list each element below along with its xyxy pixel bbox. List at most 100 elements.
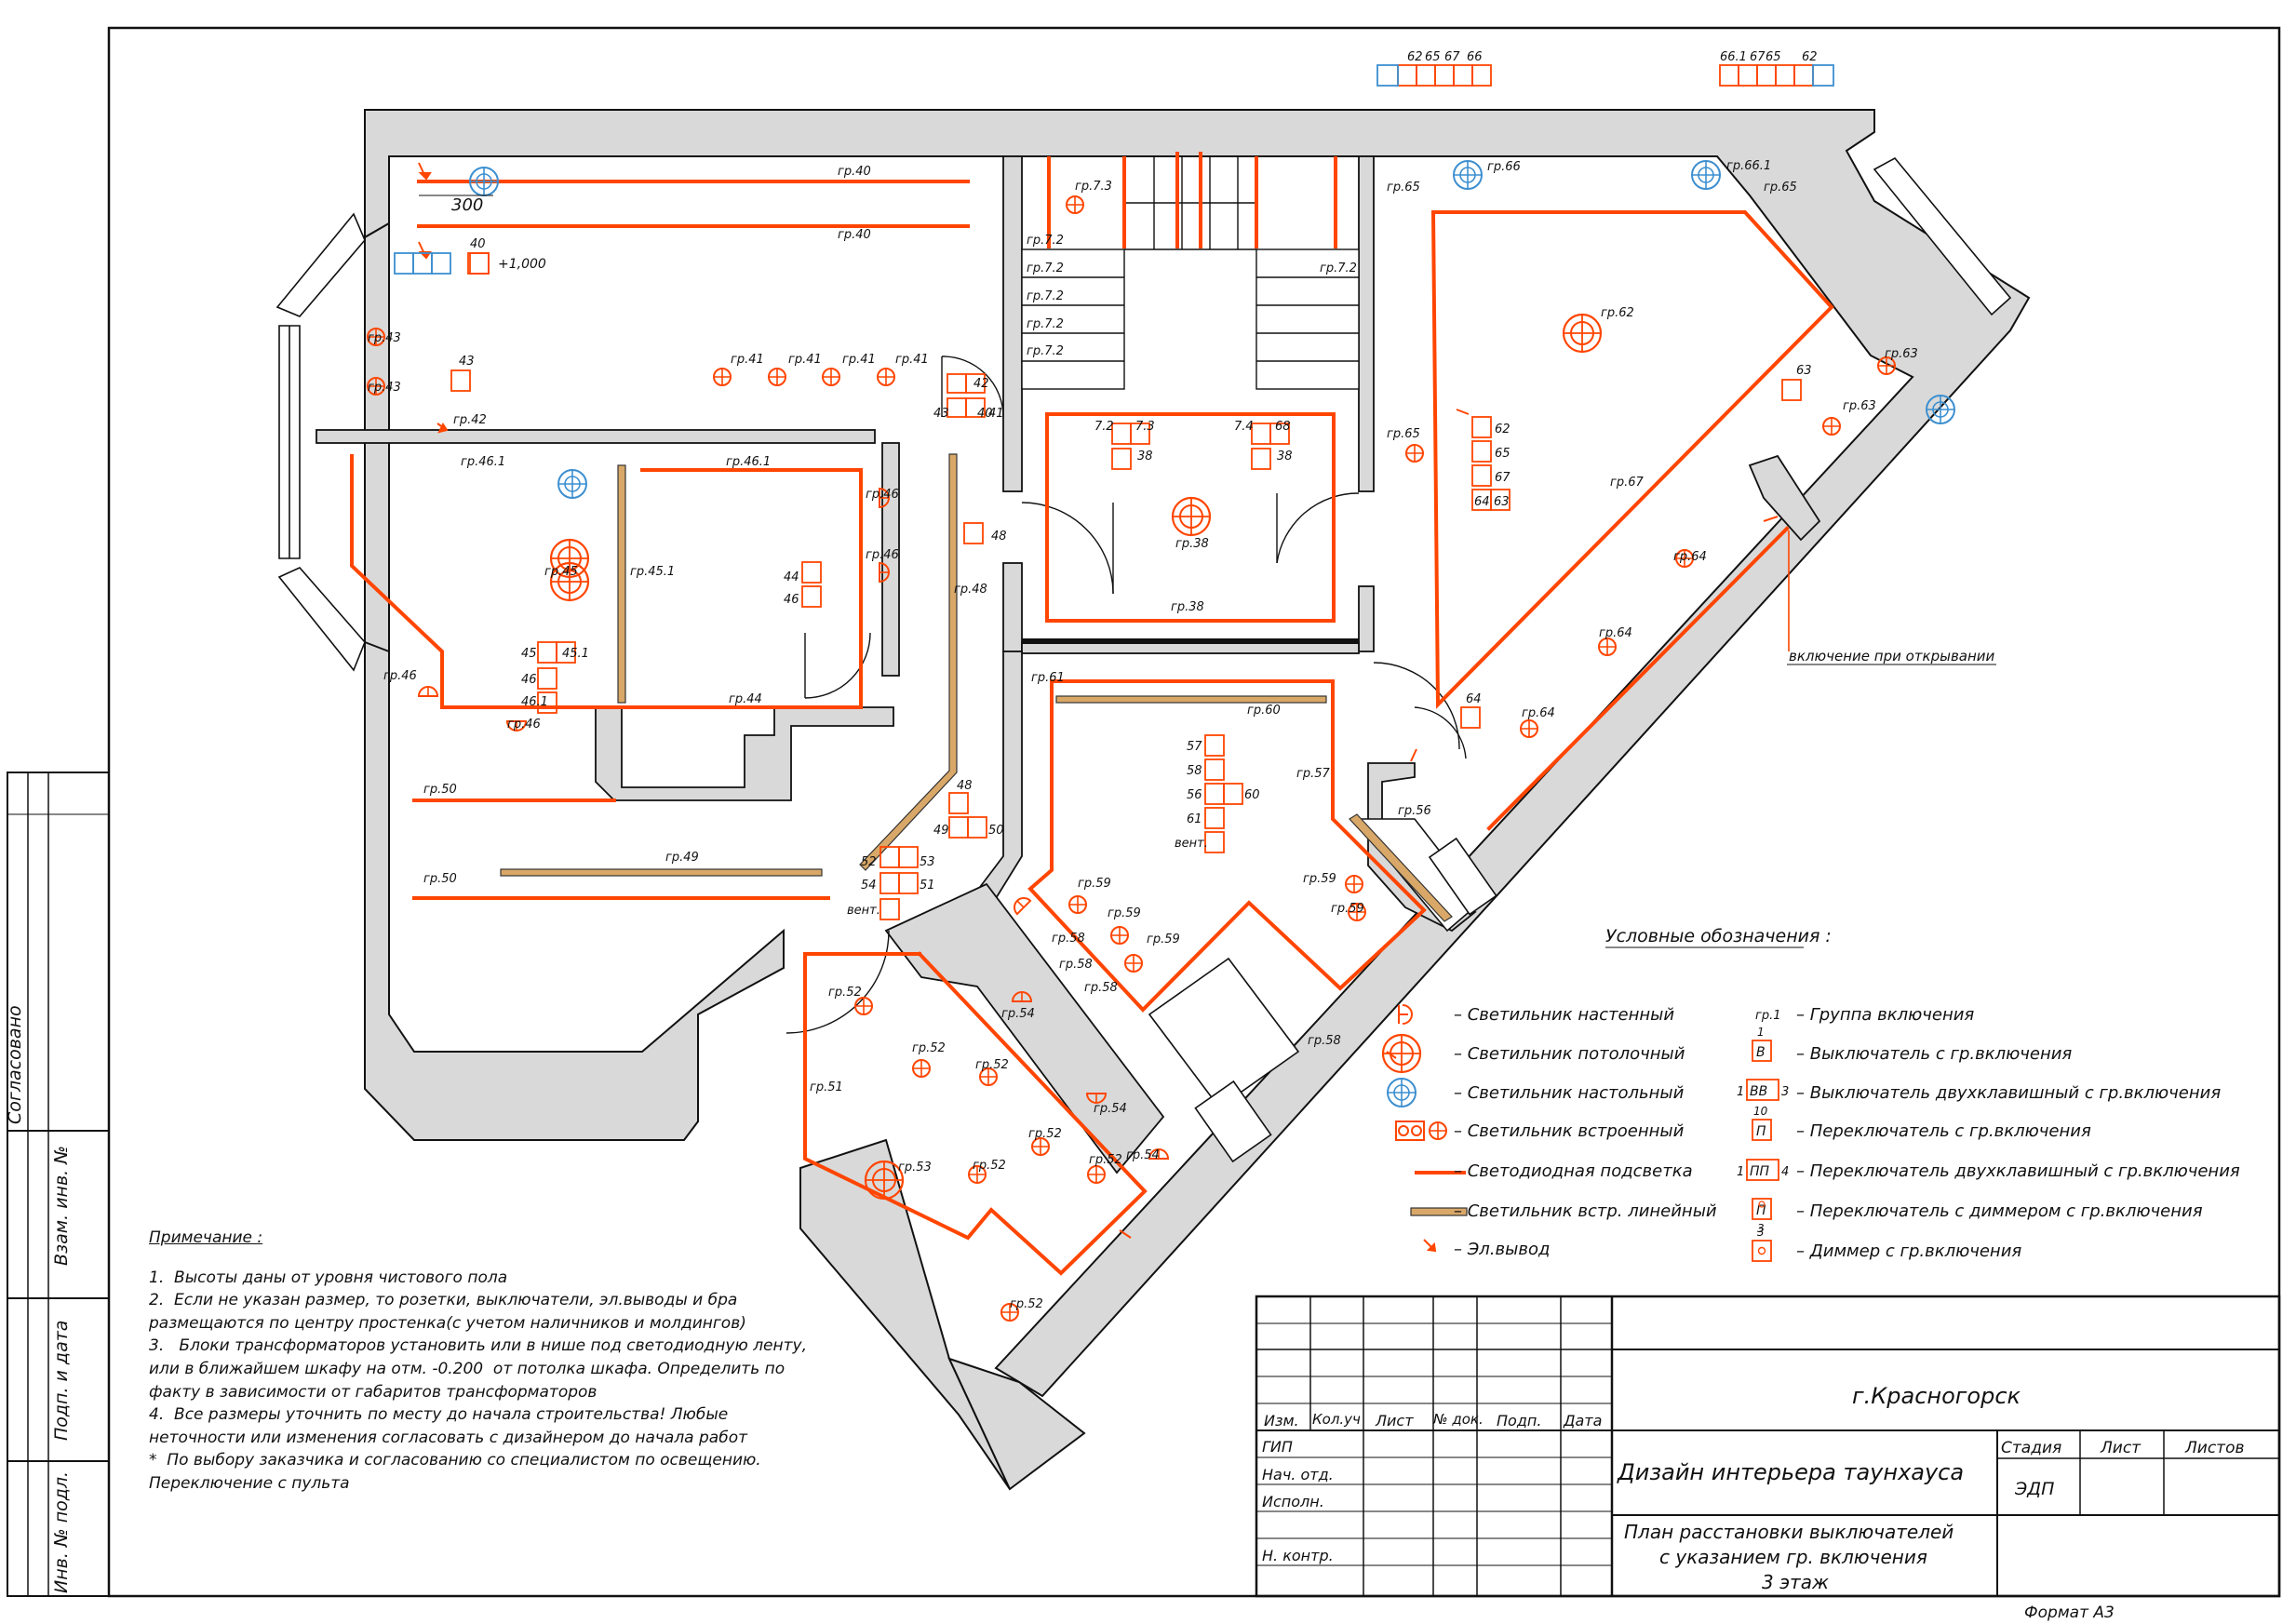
svg-text:3: 3	[1757, 1226, 1765, 1239]
plan-group-label: гр.7.2	[1027, 234, 1064, 248]
note-1: 1. Высоты даны от уровня чистового пола	[149, 1268, 508, 1287]
switch-number-label: 48	[957, 779, 973, 793]
city: г.Красногорск	[1852, 1383, 2021, 1409]
plan-group-label: гр.64	[1673, 550, 1707, 564]
svg-text:П: П	[1756, 1203, 1766, 1218]
switch-number-label: 67	[1495, 471, 1511, 485]
switch-number-label: 38	[1277, 450, 1293, 463]
recessed-lamp-icon	[1395, 1121, 1447, 1141]
switch-number-label: 62	[1802, 50, 1818, 64]
outlet-arrows	[351, 162, 1779, 1239]
sheet-title-3: 3 этаж	[1762, 1571, 1829, 1593]
plan-group-label: гр.43	[368, 331, 401, 345]
legend-right-1: – Выключатель с гр.включения	[1796, 1044, 2072, 1064]
legend-right-4: – Переключатель двухклавишный с гр.включ…	[1796, 1161, 2240, 1181]
switch-number-label: 46.1	[521, 695, 548, 709]
svg-text:3: 3	[1757, 1222, 1765, 1235]
kitchen-counter	[1148, 818, 1497, 1163]
title-block-text: Изм. Кол.уч Лист № док. Подп. Дата ГИП Н…	[1262, 1383, 2245, 1622]
switch-number-label: 62	[1495, 423, 1511, 436]
switch-number-label: 67	[1750, 50, 1766, 64]
role-author: Исполн.	[1262, 1493, 1324, 1510]
sockets	[394, 64, 1834, 275]
agreed-label: Согласовано	[5, 1005, 25, 1124]
title-block	[1255, 1295, 2281, 1598]
header-sign: Подп.	[1497, 1412, 1541, 1429]
linear-lamp-icon	[1410, 1207, 1468, 1216]
double-changeover-icon: 1 ПП 4	[1737, 1159, 1789, 1181]
switch-number-label: 64	[1474, 495, 1490, 509]
plan-group-label: гр.38	[1175, 537, 1209, 551]
switch-number-label: 60	[1244, 788, 1260, 802]
format-label: Формат А3	[2024, 1604, 2115, 1622]
switch-number-label: 65	[1495, 447, 1511, 461]
plan-group-label: гр.54	[1094, 1102, 1127, 1116]
switch-boxes	[450, 64, 1814, 920]
header-kol: Кол.уч	[1312, 1411, 1361, 1428]
plan-group-label: гр.46.1	[726, 455, 771, 469]
wall-lamp-icon	[1398, 1004, 1413, 1025]
enable-on-open-note: включение при открывании	[1789, 648, 1995, 664]
plan-group-label: гр.45	[544, 565, 578, 579]
floor-plan	[275, 109, 2031, 1491]
switch-number-label: 46	[521, 673, 537, 687]
switch-number-label: 62	[1407, 50, 1423, 64]
plan-group-label: гр.7.3	[1075, 180, 1112, 194]
switch-number-label: 51	[920, 879, 935, 893]
plan-group-label: гр.48	[954, 583, 987, 597]
note-4: 4. Все размеры уточнить по месту до нача…	[149, 1405, 748, 1447]
bay-window-right	[1873, 156, 2012, 316]
plan-group-label: гр.45.1	[630, 565, 675, 579]
svg-text:ВВ: ВВ	[1750, 1084, 1767, 1099]
svg-text:3: 3	[1781, 1085, 1789, 1099]
switch-number-label: 40	[977, 407, 993, 421]
legend-right-0: – Группа включения	[1796, 1005, 1974, 1025]
legend-left-6: – Эл.вывод	[1454, 1240, 1550, 1259]
svg-text:4: 4	[1781, 1165, 1789, 1179]
sheets-header: Листов	[2184, 1439, 2245, 1457]
plan-group-label: гр.52	[828, 986, 862, 1000]
stage-value: ЭДП	[2014, 1479, 2054, 1499]
switch-number-label: вент.	[847, 904, 880, 918]
plan-group-label: гр.53	[898, 1161, 932, 1174]
stair-group-label: гр.7.2	[1027, 289, 1064, 303]
switch-number-label: 45	[521, 647, 537, 661]
switch-icon: 1 В	[1752, 1026, 1772, 1062]
switch-number-label: 38	[1137, 450, 1153, 463]
plan-group-label: гр.63	[1843, 399, 1876, 413]
sheet-title-1: План расстановки выключателей	[1624, 1521, 1954, 1543]
bay-window-left	[275, 212, 366, 672]
switch-number-label: 67	[1444, 50, 1460, 64]
interior-walls	[316, 155, 1821, 1174]
plan-group-label: гр.59	[1108, 906, 1141, 920]
switch-number-label: 40	[470, 237, 486, 251]
led-strips	[350, 152, 1834, 1276]
switch-number-label: 7.2	[1094, 420, 1114, 434]
dimmer-changeover-icon: П 3	[1752, 1198, 1772, 1235]
plan-group-label: гр.52	[975, 1058, 1009, 1072]
plan-group-label: гр.66	[1487, 160, 1521, 174]
plan-group-label: гр.46	[507, 718, 541, 731]
svg-text:10: 10	[1753, 1105, 1768, 1118]
header-date: Дата	[1563, 1412, 1602, 1429]
legend-right-6: – Диммер с гр.включения	[1796, 1241, 2021, 1261]
svg-text:П: П	[1756, 1124, 1766, 1139]
legend-right-5: – Переключатель с диммером с гр.включени…	[1796, 1201, 2203, 1221]
role-head: Нач. отд.	[1262, 1466, 1334, 1483]
plan-group-label: гр.62	[1601, 306, 1634, 320]
glass-partition	[1022, 638, 1359, 644]
height-mark: +1,000	[498, 257, 546, 272]
plan-group-label: гр.60	[1247, 704, 1281, 718]
stair-group-label: гр.7.2	[1027, 262, 1064, 275]
plan-group-label: гр.67	[1610, 476, 1644, 490]
switch-number-label: 43	[933, 407, 949, 421]
plan-group-label: гр.52	[912, 1041, 946, 1055]
switch-number-label: вент.	[1175, 837, 1208, 851]
switch-number-label: 54	[861, 879, 877, 893]
header-doc: № док.	[1432, 1411, 1484, 1428]
plan-group-label: гр.64	[1522, 706, 1555, 720]
plan-group-label: гр.58	[1084, 981, 1118, 995]
switch-number-label: 68	[1275, 420, 1291, 434]
switch-number-label: 42	[973, 377, 989, 391]
